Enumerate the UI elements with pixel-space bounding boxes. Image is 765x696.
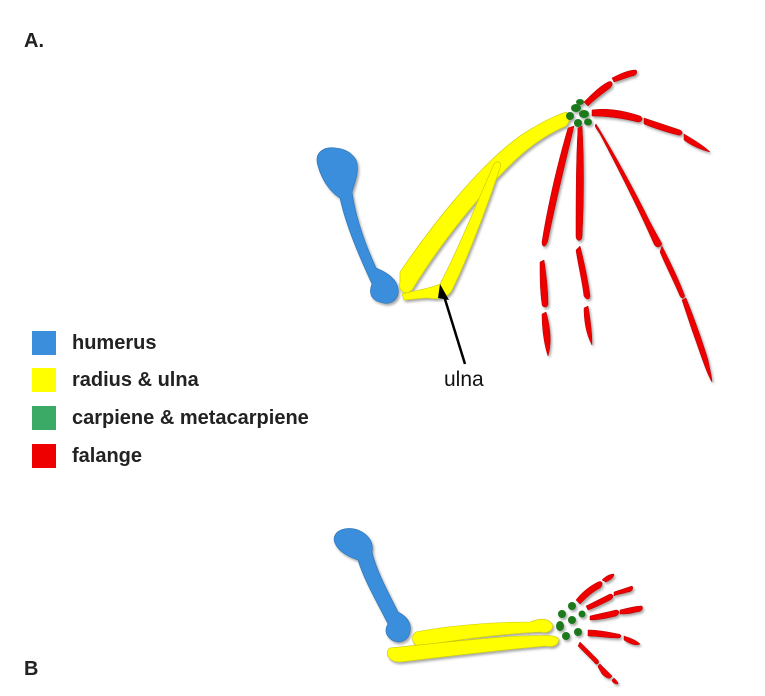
ulna-arrow — [438, 284, 467, 365]
phalanges-a — [539, 69, 713, 383]
legend-label-carpals: carpiene & metacarpiene — [72, 406, 309, 429]
legend-item-carpals: carpiene & metacarpiene — [32, 405, 309, 431]
legend: humerus radius & ulna carpiene & metacar… — [32, 330, 309, 481]
legend-swatch-phalanges — [32, 444, 56, 468]
panel-a-wing — [316, 69, 713, 383]
legend-swatch-radius-ulna — [32, 368, 56, 392]
legend-label-radius-ulna: radius & ulna — [72, 368, 199, 391]
legend-label-phalanges: falange — [72, 444, 143, 467]
humerus-a — [316, 147, 399, 304]
legend-swatch-humerus — [32, 331, 56, 355]
ulna-b — [387, 635, 559, 663]
humerus-b — [333, 528, 411, 643]
phalanges-b — [575, 573, 643, 685]
panel-b-wing — [333, 528, 643, 685]
legend-item-humerus: humerus — [32, 330, 309, 356]
legend-item-phalanges: falange — [32, 443, 309, 469]
panel-label-b: B — [24, 658, 39, 680]
carpals-a — [566, 99, 592, 127]
panel-label-a: A. — [24, 30, 44, 52]
radius-a — [399, 111, 570, 294]
legend-swatch-carpals — [32, 406, 56, 430]
legend-label-humerus: humerus — [72, 331, 157, 354]
ulna-annotation: ulna — [444, 368, 484, 391]
ulna-a — [401, 161, 501, 301]
carpals-b — [556, 602, 586, 640]
legend-item-radius-ulna: radius & ulna — [32, 367, 309, 393]
